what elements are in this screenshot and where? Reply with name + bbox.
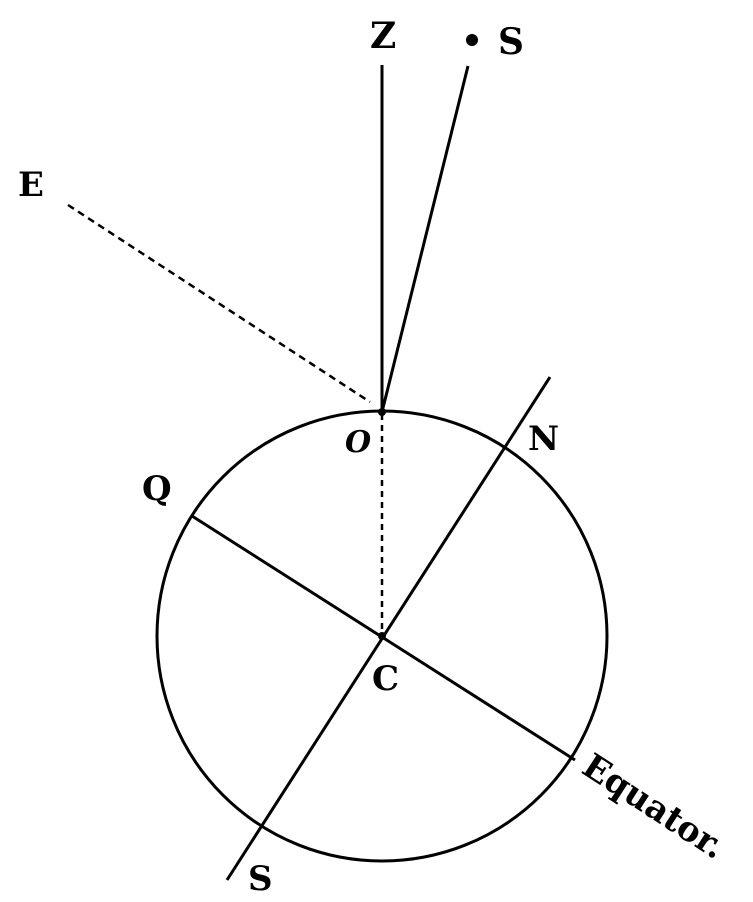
star-line: [380, 65, 470, 413]
label-q: Q: [142, 469, 172, 509]
label-equator: Equator.: [575, 746, 732, 867]
center-point: [378, 632, 386, 640]
label-observer: O: [345, 425, 371, 460]
dashed-e-line: [67, 203, 371, 404]
label-center: C: [372, 659, 399, 699]
polar-axis: [225, 376, 552, 881]
label-north: N: [528, 419, 559, 459]
observer-point: [378, 408, 386, 416]
label-zenith: Z: [370, 15, 396, 57]
label-south: S: [248, 859, 273, 899]
label-star: S: [498, 21, 524, 63]
label-ecliptic-pole: E: [18, 165, 44, 205]
star-icon: [466, 34, 478, 46]
